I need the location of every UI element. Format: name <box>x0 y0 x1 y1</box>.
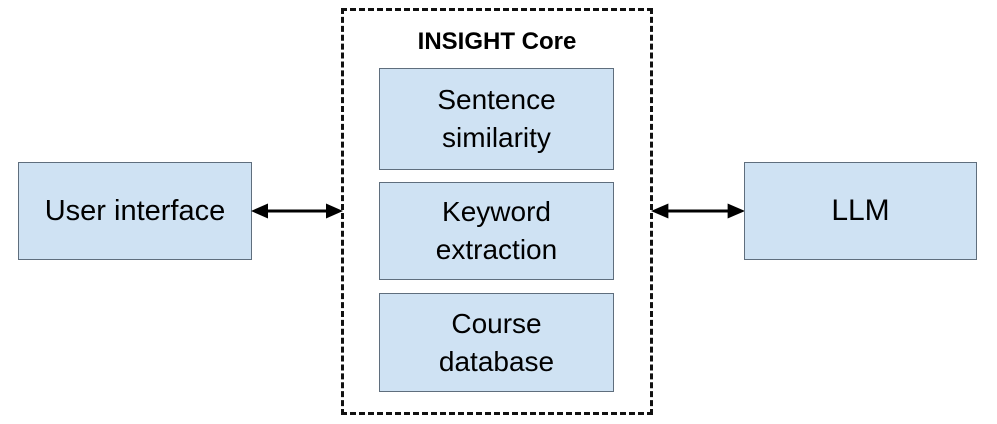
llm-label: LLM <box>831 194 890 227</box>
user-interface-node: User interface <box>18 162 252 260</box>
module-label-line: Course <box>451 307 542 339</box>
module-course-database: Course database <box>379 293 614 392</box>
module-label-line: Keyword <box>442 196 551 227</box>
insight-core-container: INSIGHT Core Sentence similarity Keyword… <box>341 8 653 415</box>
llm-node: LLM <box>744 162 977 260</box>
insight-core-title: INSIGHT Core <box>417 28 577 55</box>
module-label-line: similarity <box>442 122 551 153</box>
bidirectional-arrow-ui-core <box>251 199 343 223</box>
module-label-line: Sentence <box>437 84 556 115</box>
bidirectional-arrow-core-llm <box>651 199 745 223</box>
user-interface-label: User interface <box>44 194 226 227</box>
module-keyword-extraction: Keyword extraction <box>379 182 614 280</box>
module-label-line: database <box>438 345 555 377</box>
module-sentence-similarity: Sentence similarity <box>379 68 614 170</box>
module-label-line: extraction <box>435 234 558 265</box>
